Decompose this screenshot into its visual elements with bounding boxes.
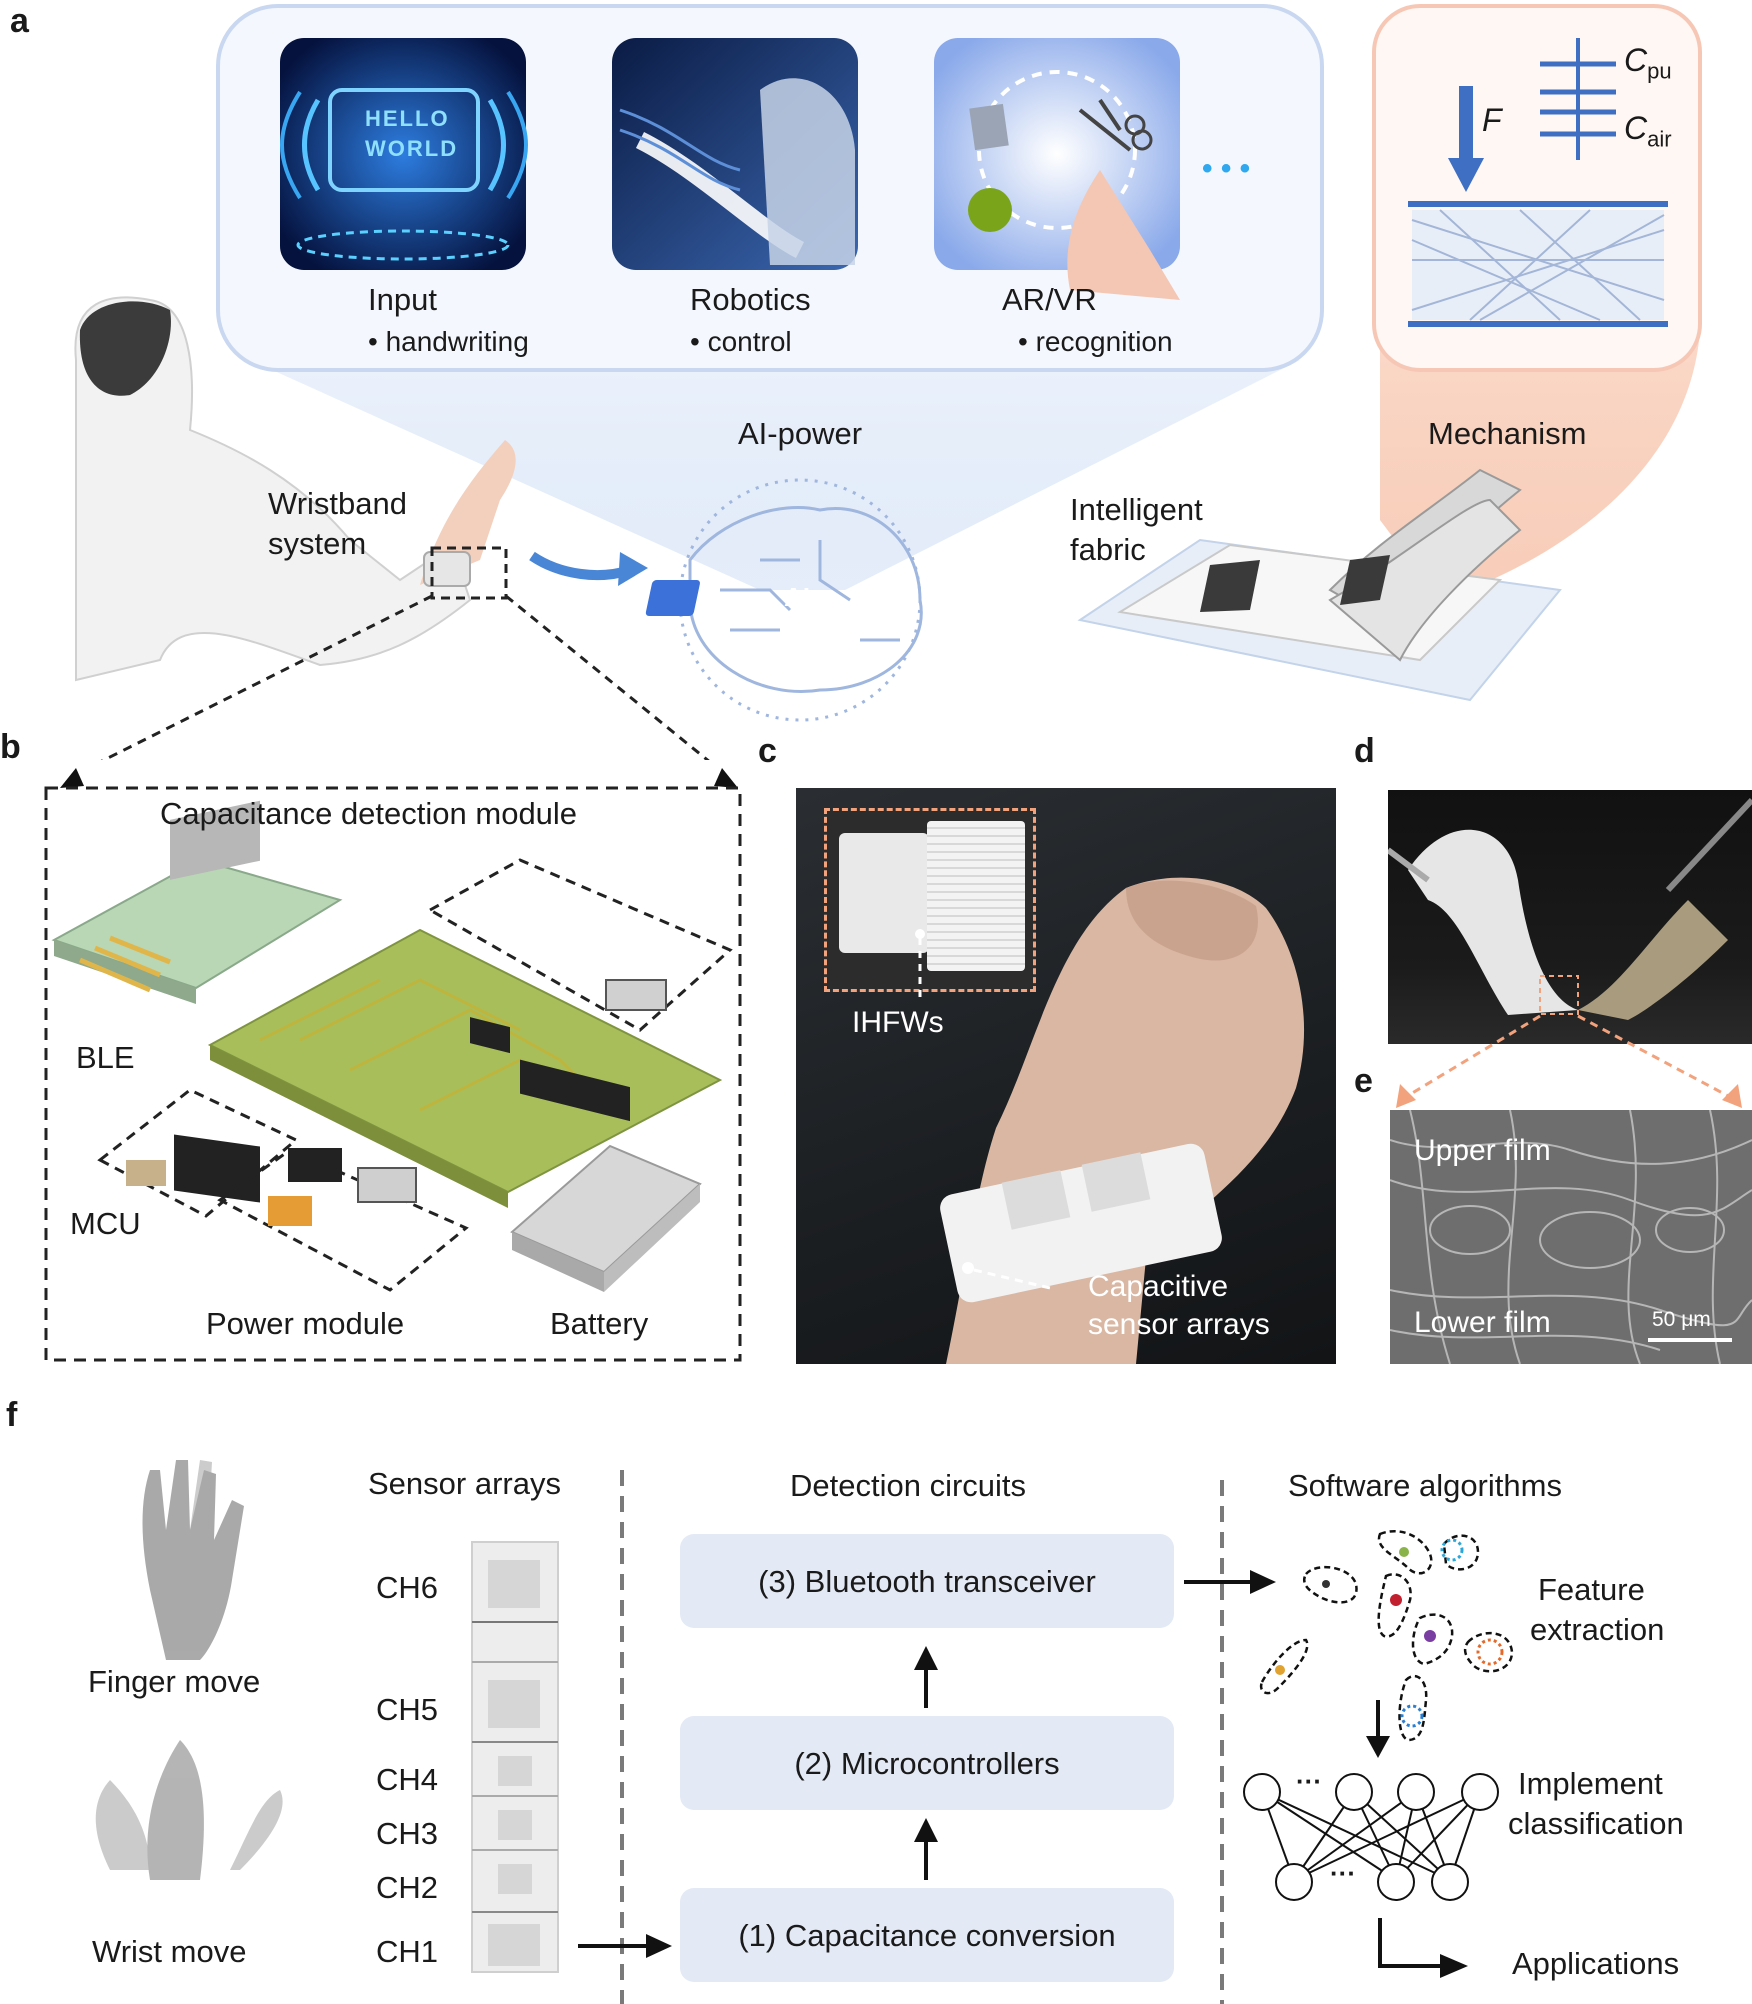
ai-brain — [678, 478, 923, 722]
module-frame — [44, 786, 742, 1362]
panel-letter-b: b — [0, 728, 21, 766]
channel-ch1: CH1 — [376, 1934, 439, 1969]
wrist-move-hand — [95, 1740, 283, 1880]
box-microcontrollers-label: (2) Microcontrollers — [794, 1746, 1060, 1781]
cluster-points — [1275, 1538, 1504, 1728]
software-algorithms-title: Software algorithms — [1288, 1468, 1562, 1503]
battery-graphic — [510, 1144, 702, 1292]
sem-image: Upper film Lower film 50 μm — [1390, 1110, 1752, 1364]
screen-text-world: WORLD — [365, 136, 459, 161]
wrist-move-label: Wrist move — [92, 1934, 247, 1969]
channel-ch2: CH2 — [376, 1870, 439, 1905]
app-title-arvr: AR/VR — [1002, 282, 1097, 317]
scale-bar-label: 50 μm — [1652, 1308, 1711, 1331]
feature-label-2: extraction — [1530, 1612, 1665, 1647]
c-pu-label: Cpu — [1624, 42, 1672, 84]
feature-label-1: Feature — [1538, 1572, 1645, 1607]
channel-ch5: CH5 — [376, 1692, 439, 1727]
sensor-label-2: sensor arrays — [1088, 1308, 1270, 1341]
sensor-arrays-title: Sensor arrays — [368, 1466, 561, 1501]
person-figure — [74, 296, 472, 682]
finger-move-hand — [142, 1460, 244, 1660]
feature-clusters — [1259, 1529, 1514, 1742]
label-power-module: Power module — [206, 1306, 405, 1341]
detection-circuits-title: Detection circuits — [790, 1468, 1027, 1503]
wristband-label-1: Wristband — [268, 486, 407, 521]
curved-arrow — [529, 551, 632, 581]
panel-letter-d: d — [1354, 732, 1375, 770]
wristband-label-2: system — [268, 526, 367, 561]
app-sub-input: • handwriting — [368, 326, 529, 357]
app-title-input: Input — [368, 282, 437, 317]
ihfws-inset — [824, 808, 1036, 992]
classification-label-2: classification — [1508, 1806, 1684, 1841]
more-apps-ellipsis: • • • — [1202, 152, 1251, 185]
channel-ch4: CH4 — [376, 1762, 439, 1797]
c-air-main: C — [1624, 110, 1648, 146]
panel-letter-c: c — [758, 732, 777, 770]
fabric-label-2: fabric — [1070, 532, 1146, 567]
nn-dots-top: ··· — [1296, 1766, 1322, 1796]
ai-chip-label: AI — [784, 582, 810, 612]
sensor-label-1: Capacitive — [1088, 1270, 1229, 1303]
nn-dots-bottom: ··· — [1330, 1858, 1356, 1888]
module-title: Capacitance detection module — [160, 796, 578, 831]
app-sub-arvr: • recognition — [1018, 326, 1173, 357]
wrist-photo: IHFWs Capacitive sensor arrays — [796, 788, 1336, 1364]
screen-text-hello: HELLO — [365, 106, 450, 131]
channel-ch6: CH6 — [376, 1570, 439, 1605]
input-screen — [280, 38, 526, 270]
ai-power-label: AI-power — [738, 416, 863, 451]
app-sub-robotics: • control — [690, 326, 792, 357]
app-title-robotics: Robotics — [690, 282, 811, 317]
fabric-label-1: Intelligent — [1070, 492, 1203, 527]
force-label: F — [1482, 102, 1502, 138]
wristband — [423, 551, 471, 587]
finger-move-label: Finger move — [88, 1664, 261, 1699]
c-air-label: Cair — [1624, 110, 1672, 152]
classification-label-1: Implement — [1518, 1766, 1663, 1801]
label-ble: BLE — [76, 1040, 135, 1075]
ihfws-label: IHFWs — [852, 1006, 944, 1039]
channel-ch3: CH3 — [376, 1816, 439, 1851]
box-bluetooth-label: (3) Bluetooth transceiver — [758, 1564, 1096, 1599]
fabric-photo — [1388, 790, 1752, 1044]
ai-beam — [250, 360, 1300, 590]
mechanism-label: Mechanism — [1428, 416, 1587, 451]
main-pcb — [207, 928, 723, 1194]
intelligent-fabric — [1077, 468, 1562, 702]
c-air-sub: air — [1647, 126, 1672, 152]
panel-letter-e: e — [1354, 1062, 1373, 1100]
upper-film-label: Upper film — [1414, 1134, 1551, 1167]
panel-a-graphics — [74, 4, 1702, 760]
fiber-layer — [1412, 210, 1664, 320]
lower-film-label: Lower film — [1414, 1306, 1551, 1339]
c-pu-main: C — [1624, 42, 1648, 78]
c-pu-sub: pu — [1647, 58, 1672, 84]
label-battery: Battery — [550, 1306, 649, 1341]
panel-letter-f: f — [6, 1396, 18, 1434]
applications-label: Applications — [1512, 1946, 1680, 1981]
panel-letter-a: a — [10, 2, 29, 40]
box-capacitance-label: (1) Capacitance conversion — [738, 1918, 1116, 1953]
label-mcu: MCU — [70, 1206, 141, 1241]
neural-network — [1243, 1773, 1499, 1901]
ball-icon — [968, 188, 1012, 232]
sensor-strip — [471, 1541, 559, 1973]
